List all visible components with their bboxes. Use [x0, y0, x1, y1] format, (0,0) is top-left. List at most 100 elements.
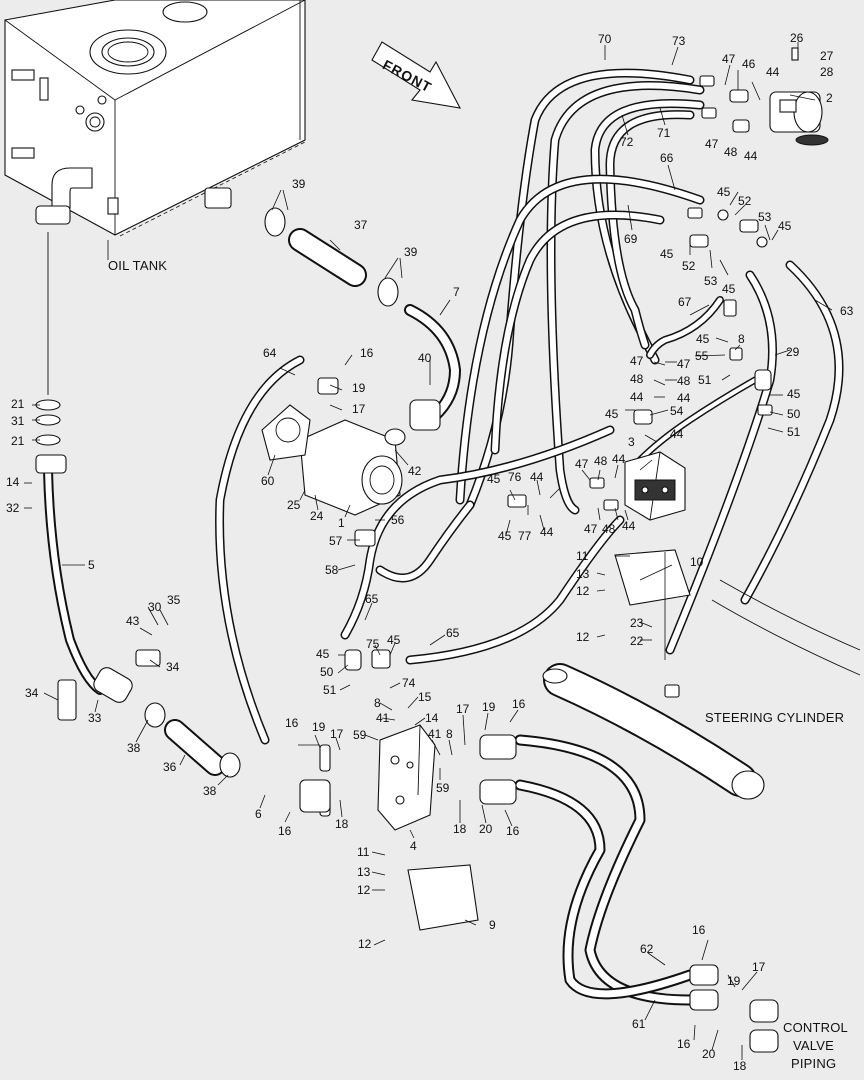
callout: 59 — [353, 728, 367, 742]
callout: 12 — [358, 937, 372, 951]
control-valve — [624, 451, 686, 521]
callout: 9 — [489, 918, 496, 932]
steering-unit — [769, 47, 829, 146]
callout: 25 — [287, 498, 301, 512]
callout: 19 — [312, 720, 326, 734]
steering-cylinder-label: STEERING CYLINDER — [705, 710, 844, 725]
callout: 24 — [310, 509, 324, 523]
valve-block — [377, 724, 436, 831]
callout: 47 — [630, 354, 644, 368]
callout: 45 — [660, 247, 674, 261]
callout: 43 — [126, 614, 140, 628]
callout: 39 — [292, 177, 306, 191]
callout: 16 — [360, 346, 374, 360]
callout: 69 — [624, 232, 638, 246]
callout: 20 — [702, 1047, 716, 1061]
callout: 47 — [677, 357, 691, 371]
callout: 17 — [330, 727, 344, 741]
steering-cylinder — [542, 579, 861, 800]
callout: 52 — [682, 259, 696, 273]
callout: 66 — [660, 151, 674, 165]
callout: 19 — [352, 381, 366, 395]
callout: 42 — [408, 464, 422, 478]
callout: 38 — [203, 784, 217, 798]
callout: 13 — [357, 865, 371, 879]
callout: 14 — [425, 711, 439, 725]
callout: 17 — [352, 402, 366, 416]
callout: 23 — [630, 616, 644, 630]
callout: 63 — [840, 304, 854, 318]
control-valve-piping-label-2: VALVE — [793, 1038, 834, 1053]
callout: 74 — [402, 676, 416, 690]
callout: 72 — [620, 135, 634, 149]
callout: 6 — [255, 807, 262, 821]
callout: 41 — [376, 711, 390, 725]
callout: 18 — [335, 817, 349, 831]
callout: 45 — [722, 282, 736, 296]
callout: 45 — [498, 529, 512, 543]
callout: 33 — [88, 711, 102, 725]
callout: 22 — [630, 634, 644, 648]
callout: 17 — [752, 960, 766, 974]
callout: 2 — [826, 91, 833, 105]
callout: 45 — [717, 185, 731, 199]
callout: 44 — [622, 519, 636, 533]
control-valve-piping-label-3: PIPING — [791, 1056, 836, 1071]
callout: 67 — [678, 295, 692, 309]
callout: 73 — [672, 34, 686, 48]
front-arrow: FRONT — [371, 41, 461, 109]
callout: 4 — [410, 839, 417, 853]
callout: 48 — [630, 372, 644, 386]
callout: 34 — [25, 686, 39, 700]
callout: 51 — [698, 373, 712, 387]
callout: 48 — [594, 454, 608, 468]
callout: 45 — [787, 387, 801, 401]
callout: 41 — [428, 727, 442, 741]
oil-tank — [4, 0, 306, 237]
callout: 16 — [512, 697, 526, 711]
callout: 76 — [508, 470, 522, 484]
control-valve-piping-label-1: CONTROL — [783, 1020, 848, 1035]
callout: 15 — [418, 690, 432, 704]
callout-numbers: 26 27 28 70 73 47 46 44 2 72 71 47 48 44… — [6, 31, 854, 1073]
callout: 50 — [320, 665, 334, 679]
callout: 34 — [166, 660, 180, 674]
misc-fittings — [35, 207, 779, 1053]
callout: 11 — [576, 549, 589, 563]
callout: 45 — [487, 472, 501, 486]
fittings-upper — [687, 75, 768, 317]
bracket-9 — [407, 864, 479, 931]
callout: 21 — [11, 434, 25, 448]
callout: 21 — [11, 397, 25, 411]
callout: 20 — [479, 822, 493, 836]
callout: 8 — [446, 727, 453, 741]
callout: 27 — [820, 49, 834, 63]
callout: 46 — [742, 57, 756, 71]
callout: 45 — [696, 332, 710, 346]
callout: 53 — [704, 274, 718, 288]
callout: 26 — [790, 31, 804, 45]
callout: 19 — [482, 700, 496, 714]
callout: 57 — [329, 534, 343, 548]
callout: 5 — [88, 558, 95, 572]
callout: 55 — [695, 349, 709, 363]
callout: 48 — [602, 522, 616, 536]
callout: 64 — [263, 346, 277, 360]
callout: 48 — [677, 374, 691, 388]
callout: 28 — [820, 65, 834, 79]
callout: 61 — [632, 1017, 646, 1031]
callout: 44 — [530, 470, 544, 484]
callout: 44 — [670, 427, 684, 441]
callout: 35 — [167, 593, 181, 607]
callout: 1 — [338, 516, 345, 530]
callout: 30 — [148, 600, 162, 614]
callout: 44 — [766, 65, 780, 79]
callout: 37 — [354, 218, 368, 232]
callout: 12 — [576, 584, 590, 598]
callout: 16 — [677, 1037, 691, 1051]
callout: 18 — [733, 1059, 747, 1073]
callout: 44 — [677, 391, 691, 405]
callout: 44 — [612, 452, 626, 466]
callout: 19 — [727, 974, 741, 988]
